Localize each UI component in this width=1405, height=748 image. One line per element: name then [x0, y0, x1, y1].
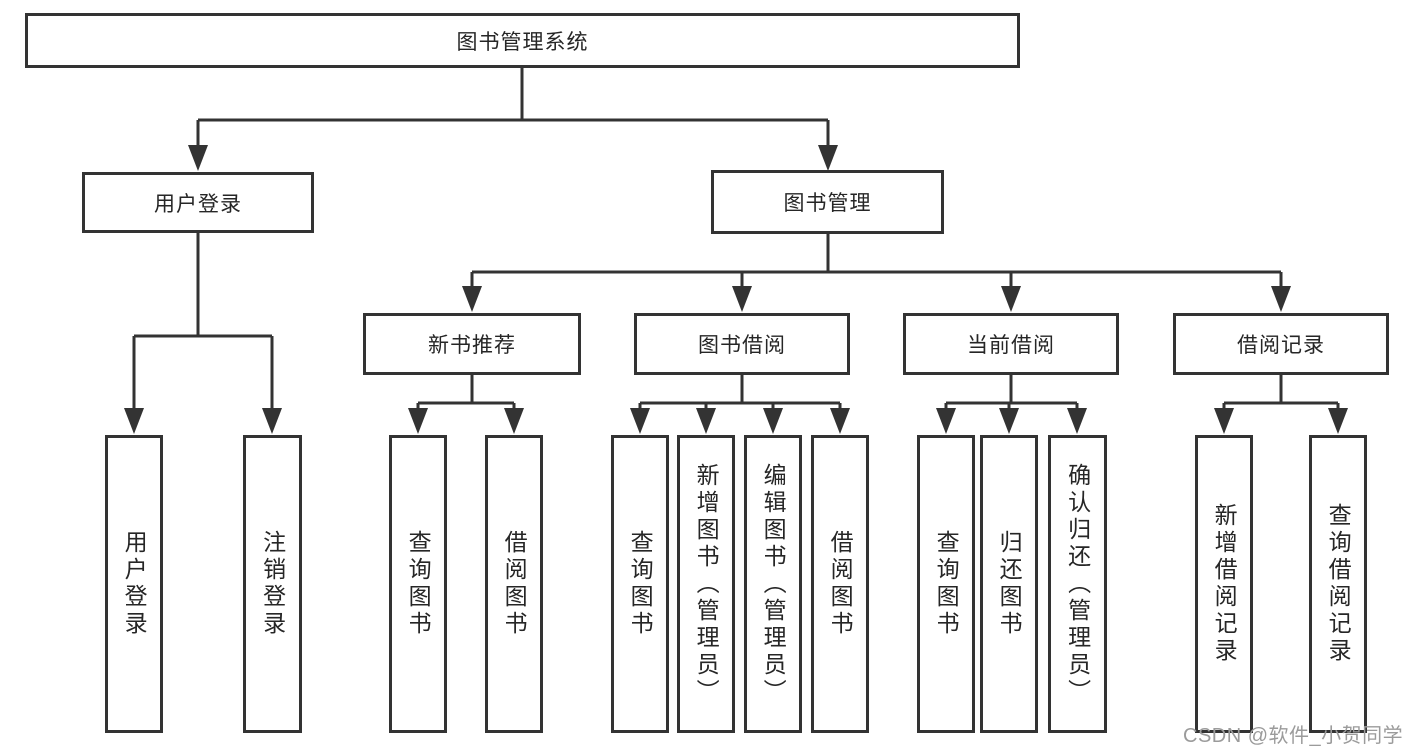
- node-label: 图书借阅: [698, 334, 786, 357]
- arrow-down-icon: [1001, 286, 1021, 312]
- leaf-confirm-return-admin: 确认归还（管理员）: [1048, 435, 1107, 733]
- leaf-label: 借阅图书: [501, 530, 528, 638]
- arrow-down-icon: [630, 408, 650, 434]
- node-current-borrow: 当前借阅: [903, 313, 1119, 375]
- node-label: 图书管理系统: [456, 30, 589, 54]
- node-borrow-records: 借阅记录: [1173, 313, 1389, 375]
- node-label: 用户登录: [154, 192, 242, 216]
- leaf-user-login: 用户登录: [105, 435, 163, 733]
- arrow-down-icon: [763, 408, 783, 434]
- arrow-down-icon: [462, 286, 482, 312]
- arrow-down-icon: [188, 145, 208, 171]
- node-label: 图书管理: [783, 192, 872, 215]
- arrow-down-icon: [124, 408, 144, 434]
- connector-currentborrow-to-leaves: [944, 375, 1079, 414]
- leaf-label: 查询图书: [405, 530, 432, 638]
- node-new-book-recommend: 新书推荐: [363, 313, 581, 375]
- arrow-down-icon: [1067, 408, 1087, 434]
- leaf-borrow-book: 借阅图书: [811, 435, 869, 733]
- connector-bookborrow-to-leaves: [638, 375, 842, 414]
- arrow-down-icon: [262, 408, 282, 434]
- arrow-down-icon: [818, 145, 838, 171]
- connector-newbooks-to-leaves: [416, 375, 516, 414]
- arrow-down-icon: [1271, 286, 1291, 312]
- leaf-add-borrow-record: 新增借阅记录: [1195, 435, 1253, 733]
- connector-records-to-leaves: [1222, 375, 1340, 414]
- leaf-label: 新增借阅记录: [1211, 503, 1238, 665]
- leaf-label: 查询图书: [933, 530, 960, 638]
- node-label: 当前借阅: [967, 334, 1055, 357]
- leaf-label: 归还图书: [996, 530, 1023, 638]
- arrow-down-icon: [408, 408, 428, 434]
- arrow-down-icon: [504, 408, 524, 434]
- leaf-label: 注销登录: [259, 530, 286, 638]
- leaf-label: 新增图书（管理员）: [693, 462, 720, 706]
- leaf-label: 用户登录: [121, 530, 148, 638]
- leaf-label: 编辑图书（管理员）: [760, 462, 787, 706]
- arrow-down-icon: [1328, 408, 1348, 434]
- connector-root-to-level2: [196, 68, 830, 150]
- leaf-logout: 注销登录: [243, 435, 302, 733]
- leaf-label: 查询借阅记录: [1325, 503, 1352, 665]
- node-library-system: 图书管理系统: [25, 13, 1020, 68]
- node-book-management: 图书管理: [711, 170, 944, 234]
- arrow-down-icon: [936, 408, 956, 434]
- arrow-down-icon: [999, 408, 1019, 434]
- leaf-query-book-recommend: 查询图书: [389, 435, 447, 733]
- arrow-down-icon: [1214, 408, 1234, 434]
- node-book-borrow: 图书借阅: [634, 313, 850, 375]
- leaf-return-book: 归还图书: [980, 435, 1038, 733]
- arrow-down-icon: [732, 286, 752, 312]
- leaf-add-book-admin: 新增图书（管理员）: [677, 435, 735, 733]
- csdn-watermark: CSDN @软件_小贺同学: [1183, 725, 1404, 747]
- arrow-down-icon: [696, 408, 716, 434]
- leaf-query-book-current: 查询图书: [917, 435, 975, 733]
- leaf-edit-book-admin: 编辑图书（管理员）: [744, 435, 802, 733]
- leaf-label: 确认归还（管理员）: [1064, 462, 1091, 706]
- leaf-query-borrow-record: 查询借阅记录: [1309, 435, 1367, 733]
- node-label: 借阅记录: [1237, 334, 1325, 357]
- arrow-down-icon: [830, 408, 850, 434]
- leaf-query-book-borrow: 查询图书: [611, 435, 669, 733]
- connector-bookmgmt-to-level3: [470, 234, 1283, 292]
- leaf-label: 查询图书: [627, 530, 654, 638]
- leaf-label: 借阅图书: [827, 530, 854, 638]
- node-label: 新书推荐: [428, 334, 516, 357]
- leaf-borrow-book-recommend: 借阅图书: [485, 435, 543, 733]
- connector-userlogin-to-leaves: [132, 233, 274, 412]
- node-user-login: 用户登录: [82, 172, 314, 233]
